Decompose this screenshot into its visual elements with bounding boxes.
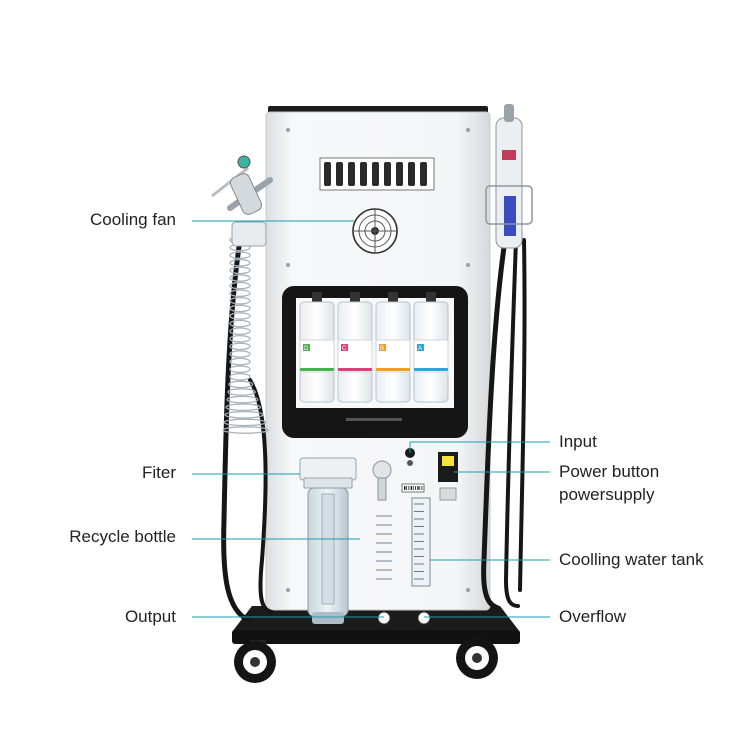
coiled-hose	[222, 236, 269, 434]
recycle-bottle	[307, 487, 349, 624]
bottle-c: C	[337, 292, 373, 403]
coil-loop	[229, 357, 251, 366]
power-switch	[438, 452, 458, 501]
coil-loop	[227, 388, 256, 396]
barcode-label	[401, 483, 425, 493]
callout-cooling-fan: Cooling fan	[89, 210, 176, 229]
bottle-d-label: D	[304, 346, 309, 352]
hoses	[221, 237, 527, 623]
filter-unit	[299, 457, 357, 489]
cooling-fan	[352, 208, 398, 254]
barcode-bar	[410, 486, 412, 490]
callout-power-button: Power button	[559, 462, 660, 481]
coil-loop	[229, 274, 251, 282]
barcode-bar	[415, 486, 416, 490]
coil-loop	[229, 372, 251, 381]
coil-loop	[222, 426, 269, 434]
nozzle-fitting	[372, 460, 392, 501]
coil-loop	[229, 334, 251, 343]
callout-input: Input	[559, 432, 597, 451]
bottles: D C B A	[299, 292, 449, 403]
coil-loop	[229, 350, 251, 358]
vent-slot	[324, 162, 331, 186]
coil-loop	[229, 281, 251, 290]
right-handpiece	[485, 104, 533, 249]
barcode-bar	[406, 486, 407, 490]
coil-loop	[229, 289, 251, 298]
barcode-bar	[419, 486, 421, 490]
bottle-c-label: C	[342, 346, 347, 352]
coil-loop	[224, 410, 264, 419]
bottle-d: D	[299, 292, 335, 403]
coil-loop	[229, 251, 251, 260]
cooling-water-tank	[411, 497, 431, 587]
coil-loop	[229, 319, 251, 328]
wheels	[234, 637, 498, 683]
cart-base	[232, 606, 520, 644]
vent-grille	[319, 157, 435, 191]
barcode-bar	[412, 486, 414, 490]
coil-loop	[229, 258, 251, 267]
barcode-bar	[404, 486, 406, 490]
output-valve	[377, 611, 391, 625]
callout-recycle-bottle: Recycle bottle	[69, 527, 176, 546]
barcode-bar	[421, 486, 423, 490]
bottle-a: A	[413, 292, 449, 403]
vent-slot	[408, 162, 415, 186]
callout-powersupply: powersupply	[559, 485, 655, 504]
coil-loop	[229, 312, 251, 320]
callout-fiter: Fiter	[142, 463, 176, 482]
bottle-b: B	[375, 292, 411, 403]
coil-loop	[223, 418, 267, 427]
vent-slot	[396, 162, 403, 186]
coil-loop	[226, 395, 259, 404]
vent-slot	[372, 162, 379, 186]
callout-output: Output	[124, 607, 176, 626]
coil-loop	[225, 403, 262, 412]
coil-loop	[229, 365, 251, 374]
vent-slot	[420, 162, 427, 186]
left-handpiece	[211, 155, 273, 247]
callout-overflow: Overflow	[559, 607, 627, 626]
vent-slot	[384, 162, 391, 186]
vent-slot	[348, 162, 355, 186]
coil-loop	[229, 304, 251, 313]
barcode-bar	[408, 486, 410, 490]
coil-loop	[228, 380, 254, 389]
barcode-bar	[417, 486, 419, 490]
coil-loop	[229, 296, 251, 305]
coil-loop	[229, 327, 251, 336]
vent-slot	[360, 162, 367, 186]
vent-slot	[336, 162, 343, 186]
side-vents	[376, 515, 392, 580]
bottle-b-label: B	[380, 346, 384, 352]
coil-loop	[229, 266, 251, 275]
leader-lines	[192, 220, 550, 618]
overflow-valve	[417, 611, 431, 625]
bottle-a-label: A	[418, 346, 422, 352]
coil-loop	[229, 342, 251, 351]
callout-coolling-water-tank: Coolling water tank	[559, 550, 704, 569]
